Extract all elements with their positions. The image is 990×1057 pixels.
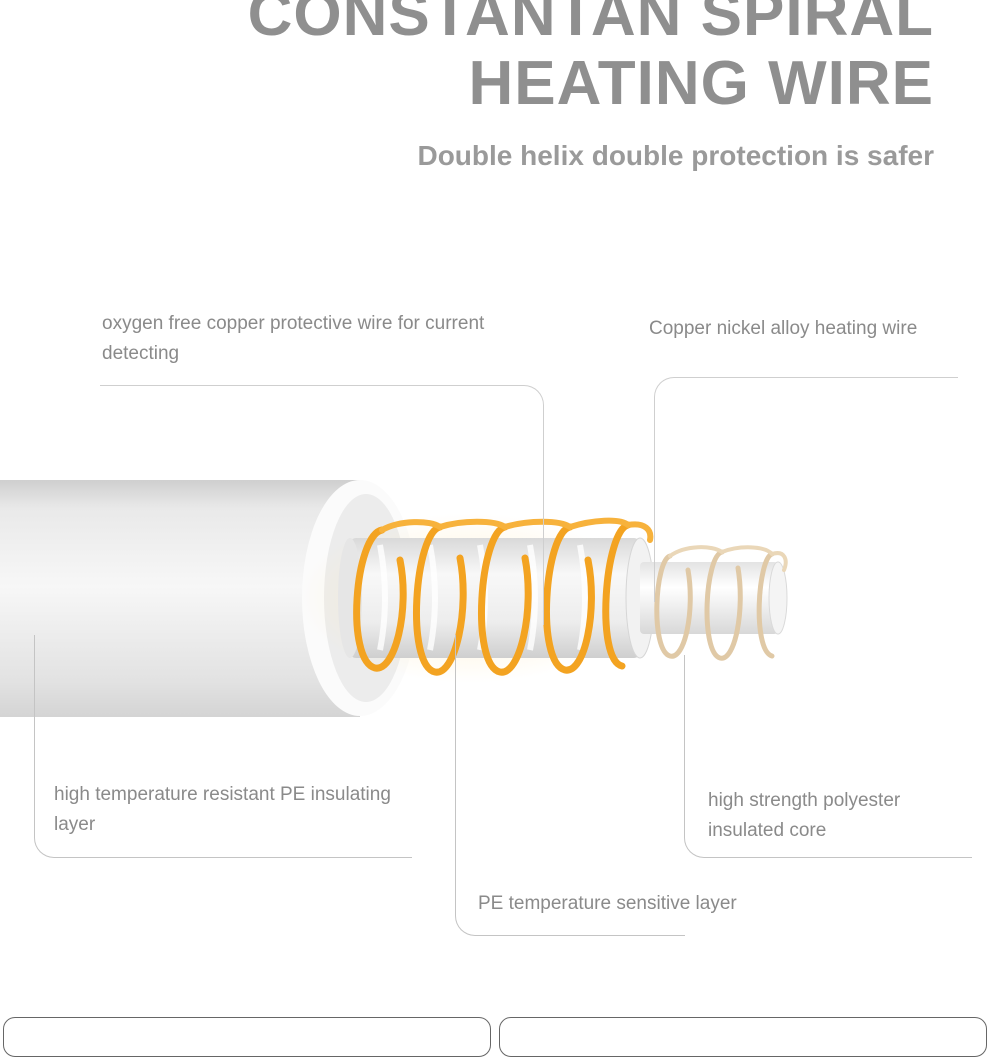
polyester-core-label: high strength polyester insulated core [708, 790, 901, 841]
polyester-core-leader [684, 655, 972, 858]
copper-wire-leader [100, 385, 544, 625]
copper-protective-coil [353, 517, 654, 676]
title-line-2: HEATING WIRE [468, 49, 934, 118]
pe-sensitive-label: PE temperature sensitive layer [478, 893, 737, 914]
bottom-card-right [499, 1017, 987, 1057]
copper-wire-label: oxygen free copper protective wire for c… [102, 313, 485, 364]
alloy-wire-leader [654, 377, 958, 602]
title-line-1: CONSTANTAN SPIRAL [247, 0, 934, 49]
bottom-card-left [3, 1017, 491, 1057]
pe-insulating-leader [34, 635, 412, 858]
alloy-heating-coil [654, 545, 788, 661]
pe-sensitive-leader [455, 635, 685, 936]
pe-insulating-label: high temperature resistant PE insulating… [54, 784, 391, 835]
alloy-wire-label: Copper nickel alloy heating wire [649, 318, 918, 339]
subtitle: Double helix double protection is safer [417, 140, 934, 171]
